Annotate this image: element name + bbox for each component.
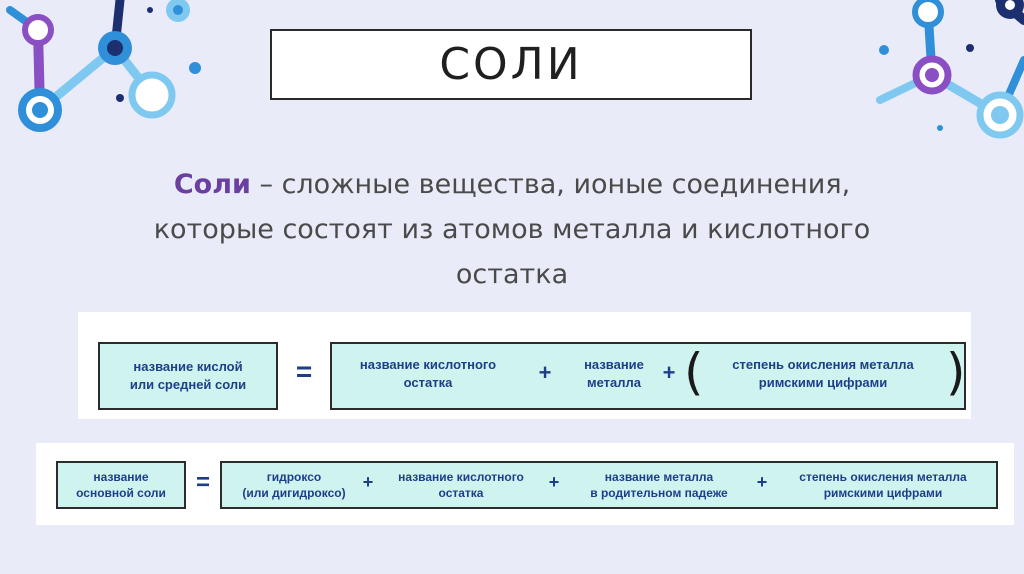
- formula-acid-salt-equals: =: [295, 356, 313, 387]
- formula-acid-salt-paren-close: ): [946, 343, 966, 401]
- formula-basic-salt-term-1: гидроксо(или дигидроксо): [242, 470, 346, 500]
- formula-acid-salt: название кислой или средней соли = назва…: [78, 312, 971, 419]
- molecule-decoration-left: [6, 0, 201, 132]
- formula-acid-salt-left: название кислой или средней соли: [98, 342, 278, 410]
- formula-acid-salt-plus-2: +: [662, 360, 676, 385]
- formula-basic-salt-plus-2: +: [548, 472, 560, 492]
- formula-acid-salt-paren-open: (: [684, 343, 704, 401]
- definition-line-1: Соли – сложные вещества, ионые соединени…: [80, 162, 944, 207]
- formula-basic-salt-left: название основной соли: [56, 461, 186, 509]
- definition-line-3: остатка: [455, 259, 569, 290]
- definition-line-2: которые состоят из атомов металла и кисл…: [153, 214, 871, 245]
- slide-title: СОЛИ: [439, 39, 583, 90]
- formula-basic-salt: название основной соли = гидроксо(или ди…: [36, 443, 1014, 525]
- formula-acid-salt-plus-1: +: [538, 360, 552, 385]
- formula-basic-salt-right: [220, 461, 998, 509]
- formula-basic-salt-plus-1: +: [362, 472, 374, 492]
- formula-basic-salt-equals: =: [195, 469, 210, 496]
- molecule-decoration-right: [876, 0, 1024, 139]
- formula-acid-salt-right: [330, 342, 966, 410]
- title-box: СОЛИ: [270, 29, 752, 100]
- definition-term: Соли: [173, 169, 251, 200]
- formula-basic-salt-plus-3: +: [756, 472, 768, 492]
- definition-text: Соли – сложные вещества, ионые соединени…: [80, 162, 944, 297]
- definition-line-1-rest: – сложные вещества, ионые соединения,: [250, 169, 851, 200]
